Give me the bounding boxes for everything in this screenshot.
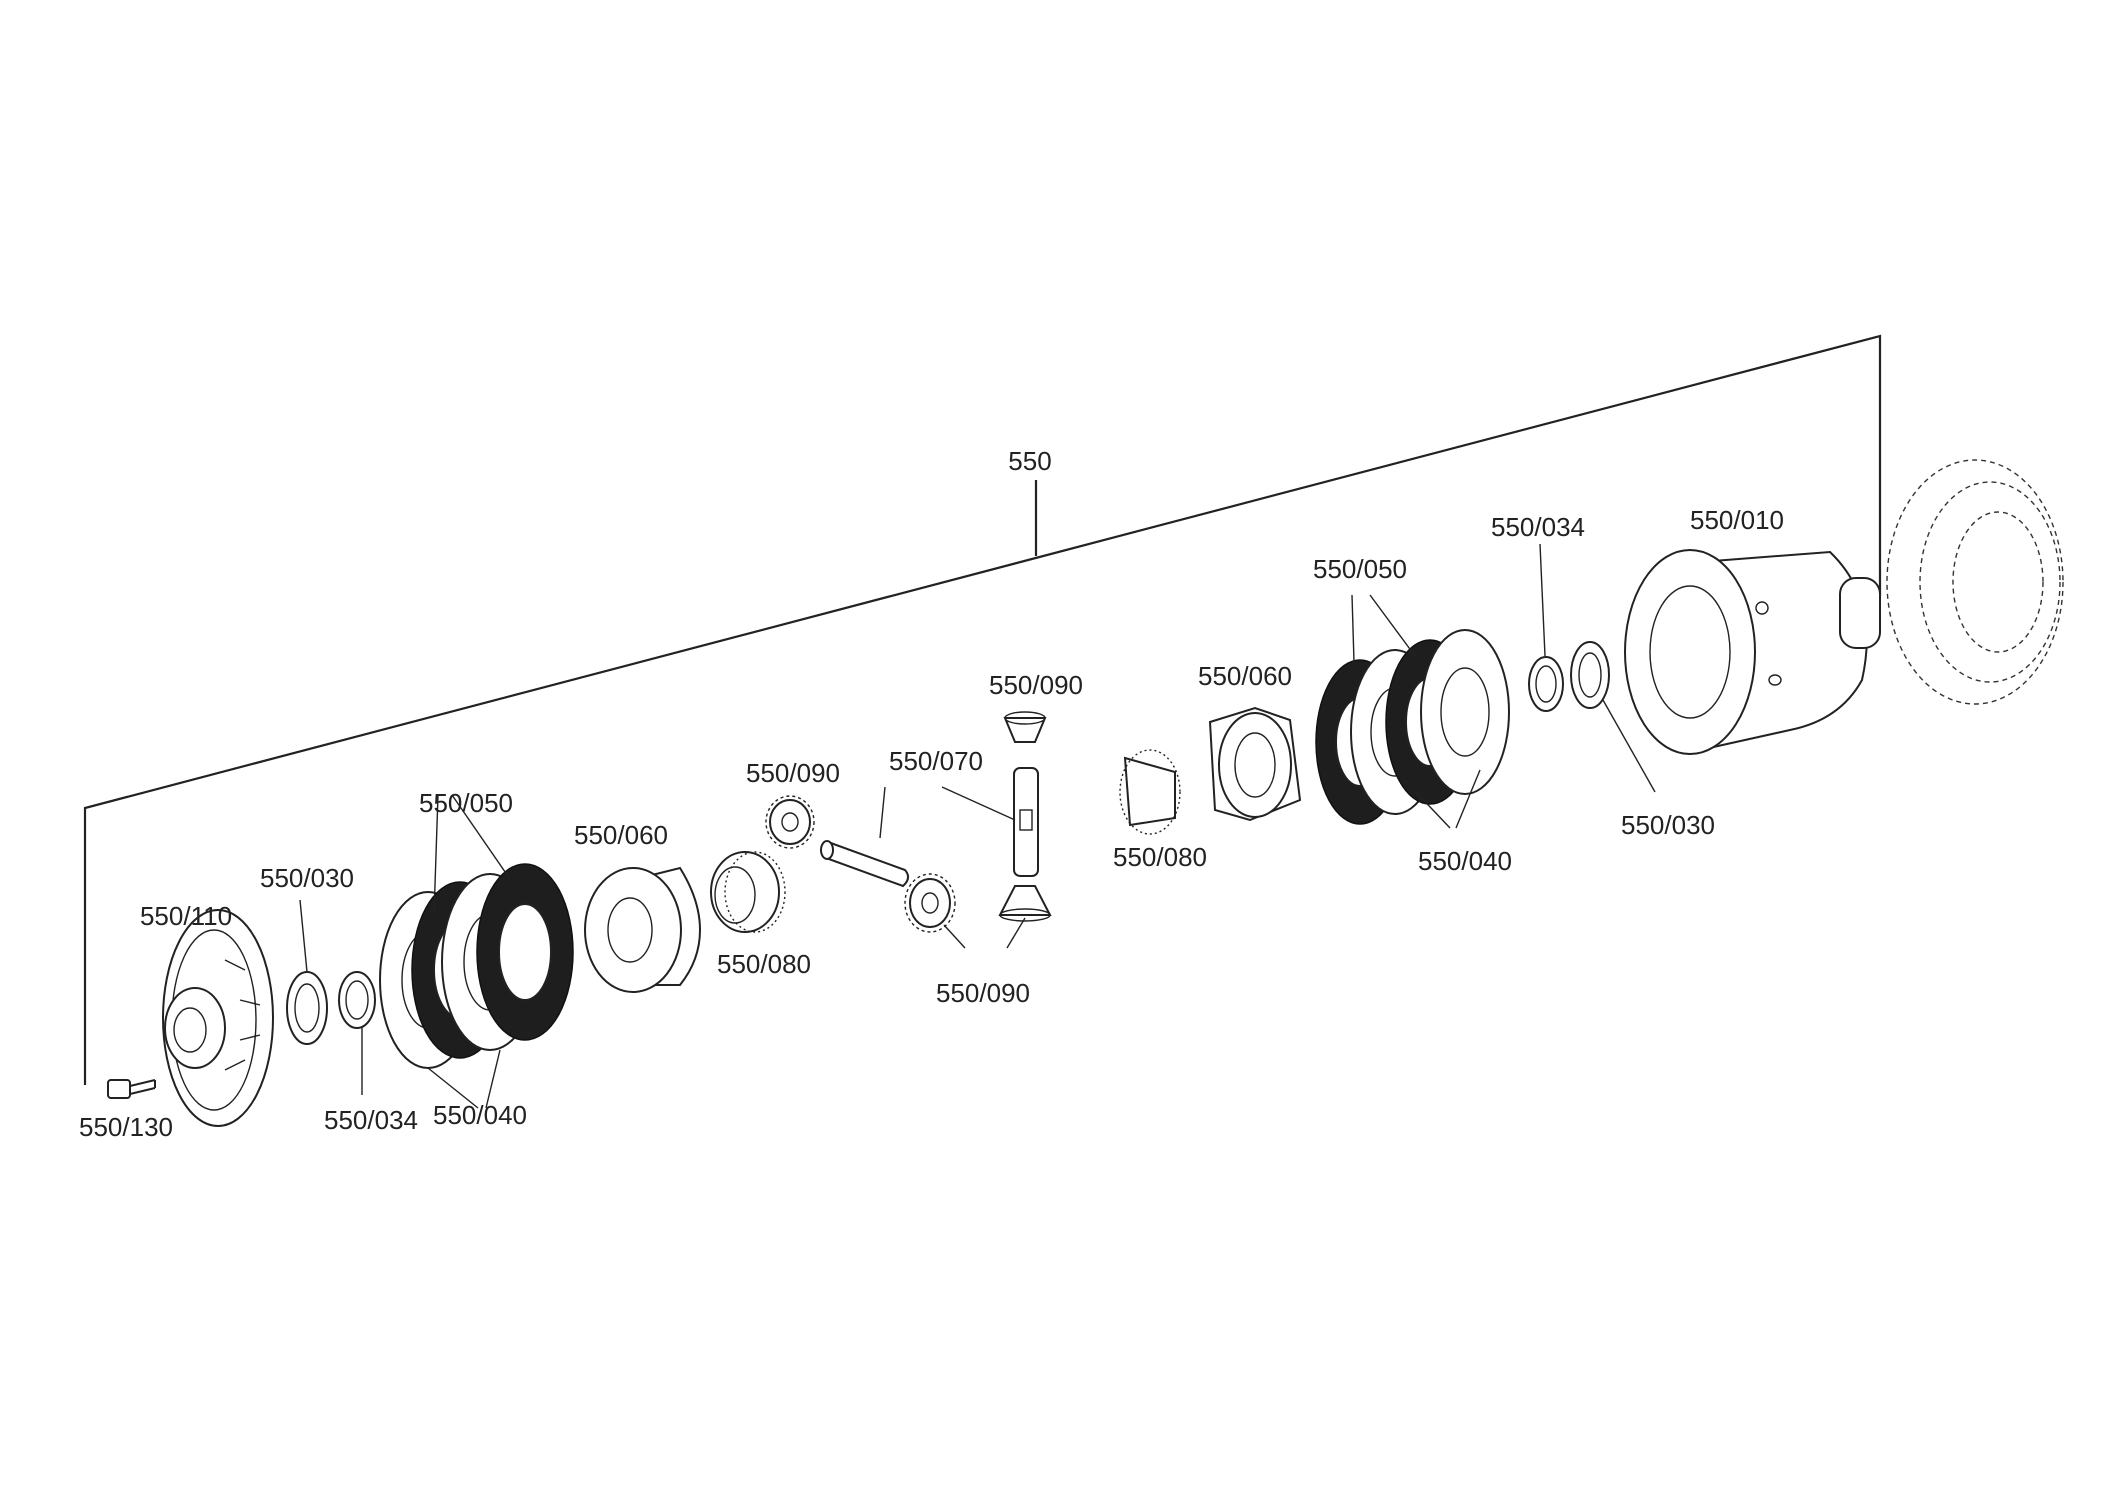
callout-550-010: 550/010 (1690, 505, 1784, 535)
callout-550-110: 550/110 (140, 901, 232, 931)
cross-shaft-part (820, 767, 1039, 888)
callout-550-040-left: 550/040 (433, 1100, 527, 1130)
pressure-ring-part (1208, 706, 1302, 822)
callout-labels: 550 550/010 550/034 550/050 550/060 550/… (79, 446, 1784, 1142)
assembly-bracket (83, 334, 1882, 1085)
callout-550-130: 550/130 (79, 1112, 173, 1142)
callout-550-040-right: 550/040 (1418, 846, 1512, 876)
callout-550-090-bottom: 550/090 (936, 978, 1030, 1008)
differential-housing-part (1624, 549, 1881, 755)
shim-part (1528, 656, 1564, 712)
pressure-ring-part (584, 866, 702, 993)
callout-550-030-right: 550/030 (1621, 810, 1715, 840)
shim-part (338, 971, 376, 1029)
pinion-gear-part (904, 873, 956, 933)
callout-550-090-left: 550/090 (746, 758, 840, 788)
pinion-gear-part (1003, 711, 1047, 743)
assembly-label: 550 (1008, 446, 1051, 476)
callout-550-080-right: 550/080 (1113, 842, 1207, 872)
ring-gear-part (1886, 459, 2064, 705)
bolt-part (107, 1079, 156, 1099)
callout-550-050-right: 550/050 (1313, 554, 1407, 584)
friction-disc-part (476, 863, 574, 1041)
plate-part (1420, 629, 1510, 795)
leader-lines (299, 543, 1656, 1109)
pinion-gear-part (765, 795, 815, 849)
side-gear-part (1119, 749, 1181, 835)
callout-550-034-left: 550/034 (324, 1105, 418, 1135)
callout-550-090-top: 550/090 (989, 670, 1083, 700)
callout-550-034-right: 550/034 (1491, 512, 1585, 542)
callout-550-050-left: 550/050 (419, 788, 513, 818)
washer-part (286, 971, 328, 1045)
housing-cover-part (162, 909, 274, 1127)
pinion-gear-part (998, 885, 1052, 922)
callout-550-070: 550/070 (889, 746, 983, 776)
side-gear-part (710, 851, 786, 933)
callout-550-080-left: 550/080 (717, 949, 811, 979)
washer-part (1570, 641, 1610, 709)
callout-550-060-right: 550/060 (1198, 661, 1292, 691)
callout-550-030-left: 550/030 (260, 863, 354, 893)
callout-550-060-left: 550/060 (574, 820, 668, 850)
